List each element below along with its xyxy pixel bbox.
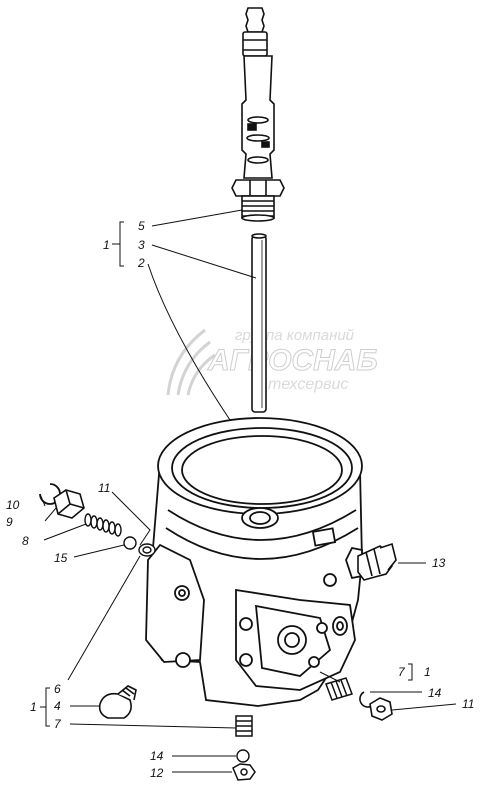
watermark-line2: АГРОСНАБ (207, 344, 378, 377)
watermark-logo: группа компаний АГРОСНАБ техсервис (166, 327, 378, 396)
callout-1-top: 1 (103, 238, 110, 252)
callout-8: 8 (22, 534, 29, 548)
callout-9: 9 (6, 515, 13, 529)
callout-14-right: 14 (428, 686, 442, 700)
ball-15 (123, 536, 137, 550)
callout-12: 12 (150, 766, 164, 780)
screw-7-right (325, 677, 353, 701)
nut-12 (232, 763, 256, 781)
callout-7-right: 7 (398, 665, 406, 679)
push-rod (251, 233, 267, 413)
screw-7-bottom (235, 715, 253, 737)
callout-7-left: 7 (54, 717, 62, 731)
fitting-13 (357, 542, 397, 581)
plug-nut-9 (53, 489, 85, 519)
callout-3: 3 (138, 238, 145, 252)
watermark-emblem-icon (166, 328, 216, 396)
callout-11-left: 11 (98, 481, 110, 495)
callout-13: 13 (432, 556, 446, 570)
callout-2: 2 (137, 256, 145, 270)
callout-1-right: 1 (424, 665, 431, 679)
callout-11-right: 11 (462, 697, 474, 711)
spring-8 (84, 513, 122, 537)
callout-labels: 5 3 2 1 10 9 8 15 11 13 6 4 7 1 7 1 14 1… (6, 219, 474, 780)
valve-housing (145, 417, 363, 707)
leader-lines (39, 209, 457, 773)
cap-nut-11-right (369, 697, 393, 721)
ball-14-bottom (236, 749, 250, 763)
watermark-line3: техсервис (268, 376, 348, 393)
callout-6: 6 (54, 682, 61, 696)
upper-shaft-assembly (231, 7, 285, 222)
callout-5: 5 (138, 219, 145, 233)
callout-14-bottom: 14 (150, 749, 164, 763)
callout-4: 4 (54, 699, 61, 713)
callout-1-left: 1 (30, 700, 37, 714)
callout-10: 10 (6, 498, 20, 512)
plug-4 (98, 685, 137, 719)
washer-11-left (138, 543, 156, 557)
clip-14-right (359, 691, 373, 708)
callout-15: 15 (54, 551, 68, 565)
